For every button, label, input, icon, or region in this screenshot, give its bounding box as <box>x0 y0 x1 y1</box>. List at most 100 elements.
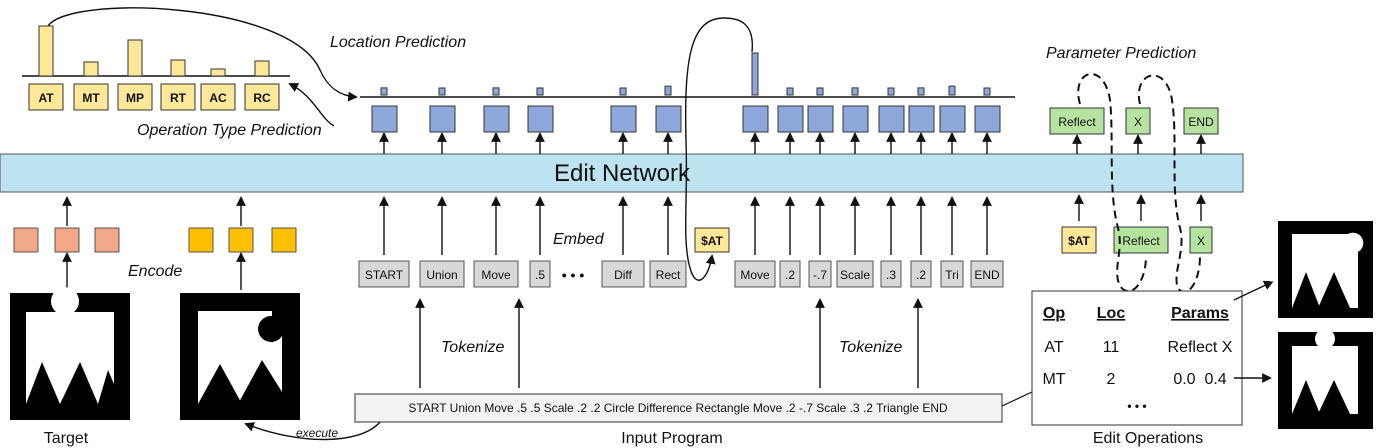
token-box <box>880 260 902 288</box>
loc-prob-bar <box>816 87 824 96</box>
param-output-label: END <box>1188 115 1214 129</box>
input-program-caption: Input Program <box>621 430 722 447</box>
param-input-box <box>1189 226 1213 254</box>
op-type-box <box>200 83 236 111</box>
table-cell-params: Reflect X <box>1168 339 1233 356</box>
loc-prob-bar <box>887 87 895 96</box>
table-header: Params <box>1171 305 1229 322</box>
loc-prob-bar <box>751 52 759 96</box>
loc-output-box <box>974 105 1001 133</box>
loc-prob-bar <box>536 87 544 96</box>
table-header: Op <box>1043 305 1065 322</box>
param-output-label: Reflect <box>1058 115 1096 129</box>
current-encoding-box <box>188 227 214 253</box>
token-box <box>940 260 964 288</box>
token-label: START <box>365 268 404 282</box>
loc-output-box <box>655 105 682 133</box>
token-box <box>836 260 874 288</box>
ops-output-arrow-1 <box>1233 280 1274 301</box>
edit-operations-caption: Edit Operations <box>1093 430 1203 447</box>
tokenize-label-left: Tokenize <box>441 339 505 356</box>
tokenize-label-right: Tokenize <box>839 339 903 356</box>
loc-prob-bar <box>983 87 991 96</box>
loc-output-box <box>429 105 456 133</box>
token-label: -.7 <box>813 268 827 282</box>
param-input-box <box>1061 226 1097 254</box>
target-shape-image <box>10 287 130 420</box>
op-type-label: AC <box>209 91 227 105</box>
edited-shape-image-1 <box>1278 221 1373 318</box>
token-label: .3 <box>886 268 896 282</box>
loc-prob-bar <box>851 87 859 96</box>
param-input-label: X <box>1197 234 1205 248</box>
op-prob-bar <box>83 61 99 77</box>
loc-prob-bar <box>948 85 956 96</box>
op-to-loc-arrow <box>47 7 358 102</box>
param-input-box <box>1113 226 1169 254</box>
token-label: Tri <box>945 268 959 282</box>
token-label: Move <box>481 268 511 282</box>
token-box <box>808 260 832 288</box>
location-prediction-label: Location Prediction <box>330 34 466 51</box>
token-box <box>601 260 645 288</box>
loc-prob-bar <box>619 87 627 96</box>
loc-output-box <box>777 105 804 133</box>
loc-prob-bar <box>917 87 925 96</box>
op-prob-bar <box>38 25 54 77</box>
token-box <box>649 260 687 288</box>
loc-output-box <box>807 105 834 133</box>
loc-output-box <box>939 105 966 133</box>
location-to-at-loop <box>684 17 753 281</box>
token-label: .2 <box>785 268 795 282</box>
op-type-label: RC <box>253 91 271 105</box>
target-encoding-box <box>54 227 80 253</box>
token-box <box>910 260 932 288</box>
table-ellipsis: • • • <box>1127 399 1146 413</box>
token-label: Diff <box>614 268 632 282</box>
param-output-box <box>1049 107 1105 135</box>
token-box <box>529 260 551 288</box>
op-type-box <box>73 83 109 111</box>
token-label: Union <box>426 268 457 282</box>
encoders <box>13 196 297 290</box>
table-cell-params: 0.0 0.4 <box>1173 371 1226 388</box>
encode-label: Encode <box>128 263 182 280</box>
table-cell-op: AT <box>1044 339 1063 356</box>
at-token-label: $AT <box>701 234 723 248</box>
param-input-label: $AT <box>1068 234 1090 248</box>
token-box <box>970 260 1004 288</box>
op-type-box <box>160 83 196 111</box>
loc-output-box <box>842 105 869 133</box>
token-box <box>358 260 410 288</box>
op-type-box <box>28 83 64 111</box>
loc-output-box <box>878 105 905 133</box>
loc-output-box <box>908 105 935 133</box>
param-output-box <box>1183 107 1219 135</box>
token-box <box>734 260 776 288</box>
target-caption: Target <box>44 430 89 447</box>
table-cell-loc: 2 <box>1107 371 1116 388</box>
op-type-label: MP <box>126 91 144 105</box>
edit-network-bar <box>0 153 1244 193</box>
loc-output-box <box>610 105 637 133</box>
execute-label: execute <box>296 426 338 440</box>
token-box <box>779 260 801 288</box>
edited-shape-image-2 <box>1278 328 1373 429</box>
loc-prob-bar <box>664 85 672 96</box>
location-bars <box>371 52 1001 154</box>
target-encoding-box <box>94 227 120 253</box>
op-type-box <box>117 83 153 111</box>
loc-output-box <box>483 105 510 133</box>
edit-network-label: Edit Network <box>554 160 691 187</box>
op-prob-bar <box>254 60 270 77</box>
at-token-box <box>694 227 730 253</box>
loc-prob-bar <box>492 87 500 96</box>
token-label: Rect <box>656 268 681 282</box>
token-label: .2 <box>916 268 926 282</box>
op-prob-bar <box>127 39 143 77</box>
current-encoding-box <box>228 227 254 253</box>
token-label: Scale <box>840 268 870 282</box>
